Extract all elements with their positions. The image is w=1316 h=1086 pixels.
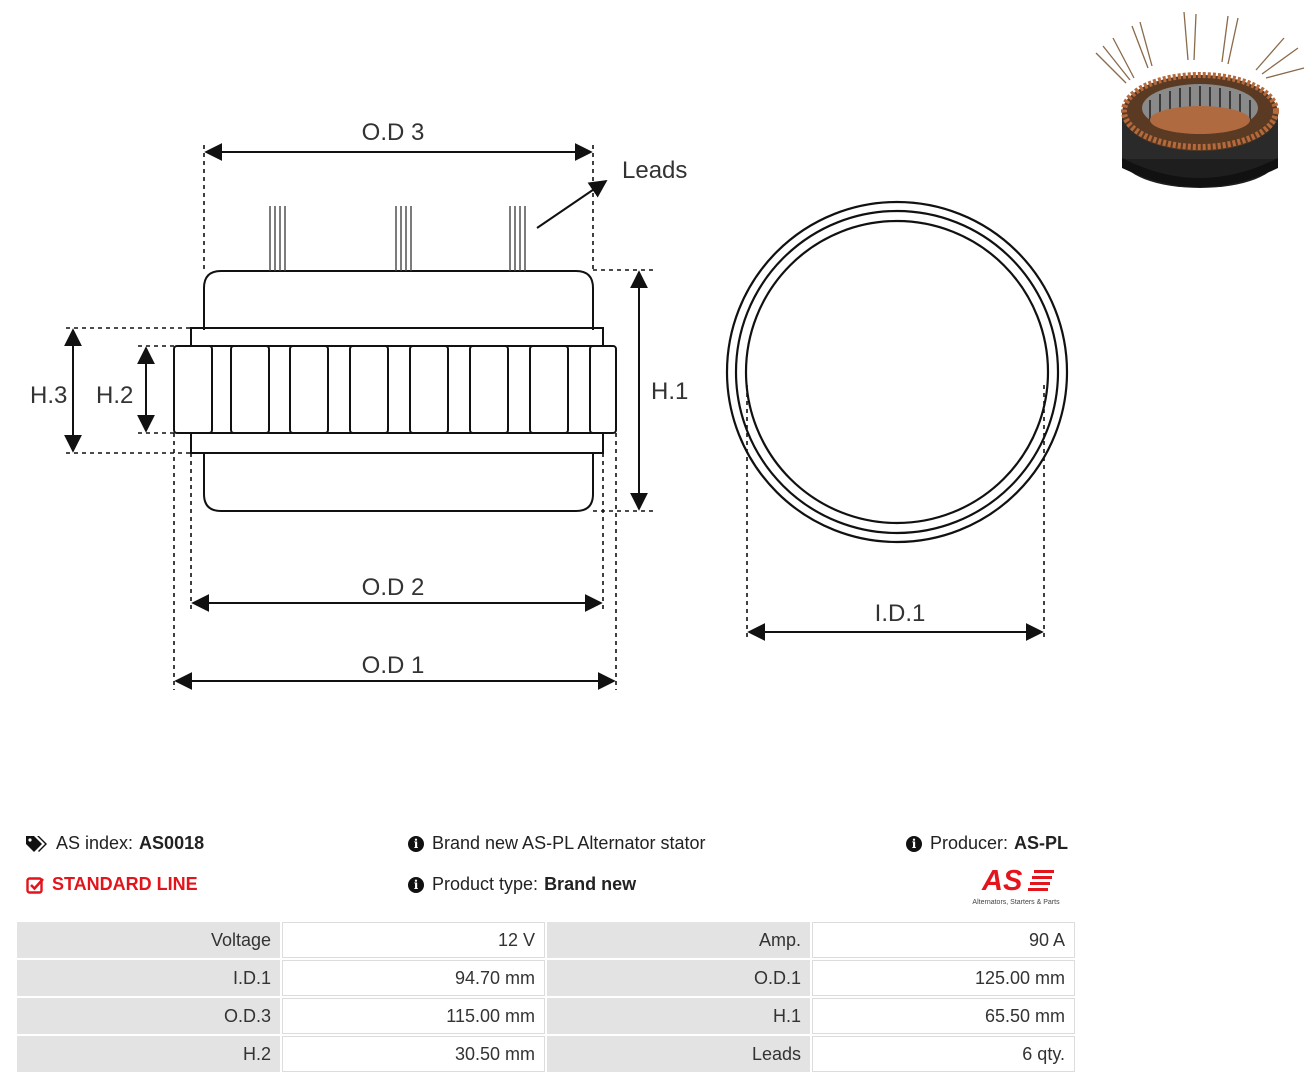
core-teeth bbox=[173, 345, 617, 434]
as-pl-logo: AS Alternators, Starters & Parts bbox=[972, 865, 1060, 906]
lead-wires bbox=[269, 206, 526, 271]
logo-tagline: Alternators, Starters & Parts bbox=[972, 899, 1060, 906]
spec-value-cell: 6 qty. bbox=[812, 1036, 1075, 1072]
as-index-label: AS index: bbox=[56, 833, 134, 853]
leads-pointer bbox=[536, 179, 608, 229]
stator-ring-top-view bbox=[725, 200, 1069, 544]
spec-value-cell: 30.50 mm bbox=[282, 1036, 545, 1072]
as-index-value: AS0018 bbox=[139, 833, 205, 853]
tags-icon bbox=[26, 835, 47, 852]
stator-dimension-drawing: O.D 3 Leads H.1 H.3 H.2 O.D 2 O.D 1 I.D.… bbox=[30, 119, 1069, 690]
spec-label-cell: O.D.3 bbox=[17, 998, 280, 1034]
spec-value-cell: 65.50 mm bbox=[812, 998, 1075, 1034]
od1-label: O.D 1 bbox=[362, 652, 425, 679]
as-index-row: AS index: AS0018 bbox=[26, 833, 204, 854]
h3-label: H.3 bbox=[30, 382, 67, 409]
product-type-value: Brand new bbox=[544, 874, 637, 894]
id1-label: I.D.1 bbox=[875, 600, 926, 627]
standard-line-label: STANDARD LINE bbox=[52, 874, 198, 894]
spec-value-cell: 90 A bbox=[812, 922, 1075, 958]
stator-winding-outline bbox=[203, 270, 594, 330]
spec-value-cell: 115.00 mm bbox=[282, 998, 545, 1034]
spec-label-cell: I.D.1 bbox=[17, 960, 280, 996]
spec-label-cell: H.2 bbox=[17, 1036, 280, 1072]
producer-label: Producer: bbox=[930, 833, 1009, 853]
core-plate-top bbox=[190, 327, 604, 347]
h1-label: H.1 bbox=[651, 378, 688, 405]
description-row: i Brand new AS-PL Alternator stator bbox=[408, 833, 705, 854]
product-description: Brand new AS-PL Alternator stator bbox=[432, 833, 706, 853]
spec-value-cell: 12 V bbox=[282, 922, 545, 958]
od2-label: O.D 2 bbox=[362, 574, 425, 601]
stator-product-photo bbox=[1095, 11, 1305, 188]
spec-label-cell: Amp. bbox=[547, 922, 810, 958]
producer-value: AS-PL bbox=[1014, 833, 1069, 853]
leads-label: Leads bbox=[622, 157, 687, 184]
logo-mark: AS bbox=[981, 865, 1023, 897]
stator-winding-outline-bottom bbox=[203, 453, 594, 512]
producer-row: i Producer: AS-PL bbox=[906, 833, 1068, 854]
spec-label-cell: H.1 bbox=[547, 998, 810, 1034]
product-type-row: i Product type: Brand new bbox=[408, 874, 636, 895]
od3-label: O.D 3 bbox=[362, 119, 425, 146]
check-square-icon bbox=[26, 876, 44, 894]
spec-label-cell: Leads bbox=[547, 1036, 810, 1072]
spec-label-cell: O.D.1 bbox=[547, 960, 810, 996]
spec-label-cell: Voltage bbox=[17, 922, 280, 958]
spec-value-cell: 125.00 mm bbox=[812, 960, 1075, 996]
product-type-label: Product type: bbox=[432, 874, 539, 894]
spec-value-cell: 94.70 mm bbox=[282, 960, 545, 996]
core-plate-bottom bbox=[190, 432, 604, 454]
info-circle-icon: i bbox=[408, 876, 424, 893]
standard-line-row: STANDARD LINE bbox=[26, 874, 198, 895]
info-circle-icon: i bbox=[408, 835, 424, 852]
info-circle-icon: i bbox=[906, 835, 922, 852]
h2-label: H.2 bbox=[96, 382, 133, 409]
